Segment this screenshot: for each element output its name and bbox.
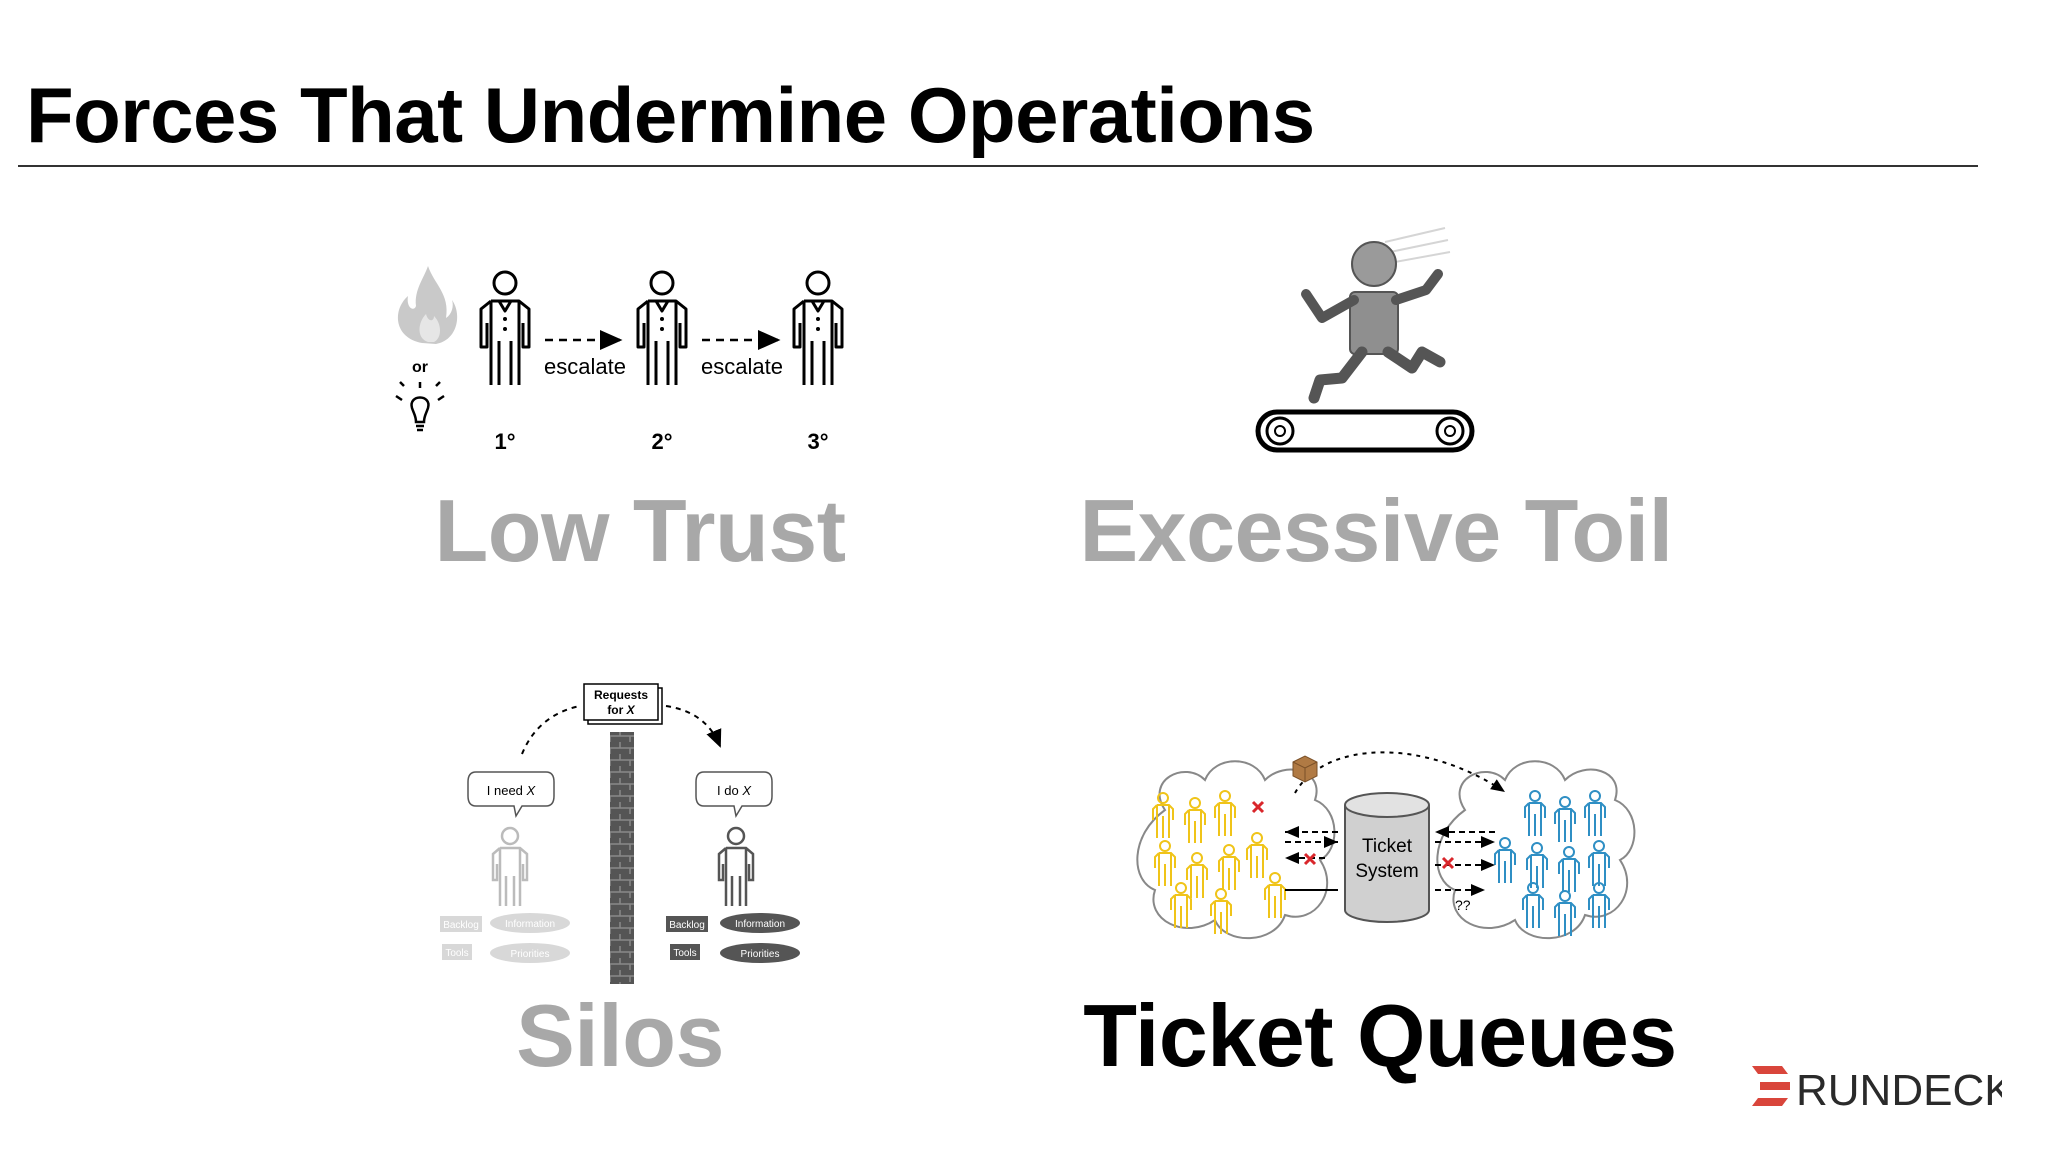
do-text: I do X — [717, 783, 752, 798]
left-tools-tag — [442, 944, 472, 960]
requests-text-1: Requests — [594, 688, 648, 702]
right-tools-text: Tools — [673, 948, 696, 959]
package-icon — [1292, 755, 1318, 783]
low-trust-diagram: or escalate escalate 1° 2° 3° — [395, 266, 844, 454]
or-text: or — [412, 359, 428, 376]
person-2-icon — [636, 270, 688, 387]
rundeck-logo: RUNDECK — [1752, 1066, 2002, 1114]
left-information-text: Information — [505, 919, 555, 930]
request-arrow-right — [665, 705, 722, 748]
silos-diagram: Requests for X I need X I do X Backlog I… — [440, 683, 800, 984]
low-trust-label: Low Trust — [434, 481, 846, 580]
left-tools-text: Tools — [445, 948, 468, 959]
person-3-icon — [792, 270, 844, 387]
title-divider — [18, 165, 1978, 167]
left-information-cloud — [490, 913, 570, 933]
reject-x-icons — [1251, 800, 1455, 870]
right-information-cloud — [720, 913, 800, 933]
right-backlog-tag — [666, 916, 708, 932]
right-priorities-cloud — [720, 943, 800, 963]
rundeck-mark-icon — [1752, 1066, 1790, 1106]
level-3-label: 3° — [807, 429, 828, 454]
level-1-label: 1° — [494, 429, 515, 454]
right-tools-tag — [670, 944, 700, 960]
brick-wall — [610, 732, 634, 984]
requests-text-2: for X — [607, 703, 635, 717]
excessive-toil-diagram — [1255, 227, 1475, 453]
right-backlog-text: Backlog — [669, 920, 705, 931]
ticket-system-text-2: System — [1355, 861, 1418, 882]
unknown-text: ?? — [1455, 897, 1471, 913]
level-2-label: 2° — [651, 429, 672, 454]
running-figure-icon — [1301, 227, 1451, 404]
left-backlog-tag — [440, 916, 482, 932]
ticket-queues-label: Ticket Queues — [1083, 986, 1677, 1085]
need-text: I need X — [487, 783, 537, 798]
ticket-system-database: Ticket System — [1344, 792, 1430, 923]
requester-person-icon — [491, 826, 529, 908]
fire-icon — [397, 266, 458, 344]
treadmill-icon — [1255, 409, 1475, 453]
left-backlog-text: Backlog — [443, 920, 479, 931]
escalate-label-2: escalate — [701, 354, 783, 379]
person-1-icon — [479, 270, 531, 387]
left-priorities-cloud — [490, 943, 570, 963]
right-information-text: Information — [735, 919, 785, 930]
do-speech-bubble: I do X — [695, 771, 773, 819]
need-speech-bubble: I need X — [467, 771, 555, 819]
provider-person-icon — [717, 826, 755, 908]
slide-title: Forces That Undermine Operations — [26, 71, 1315, 159]
ticket-system-text-1: Ticket — [1362, 836, 1413, 857]
lightbulb-icon — [395, 381, 445, 432]
requests-box: Requests for X — [583, 683, 663, 725]
excessive-toil-label: Excessive Toil — [1079, 481, 1673, 580]
silos-label: Silos — [516, 986, 724, 1085]
rundeck-wordmark: RUNDECK — [1796, 1066, 2002, 1114]
request-arrow-left — [521, 705, 581, 755]
escalate-label-1: escalate — [544, 354, 626, 379]
left-priorities-text: Priorities — [511, 949, 550, 960]
right-priorities-text: Priorities — [741, 949, 780, 960]
ticket-queues-diagram: Ticket System ?? — [1136, 751, 1636, 940]
